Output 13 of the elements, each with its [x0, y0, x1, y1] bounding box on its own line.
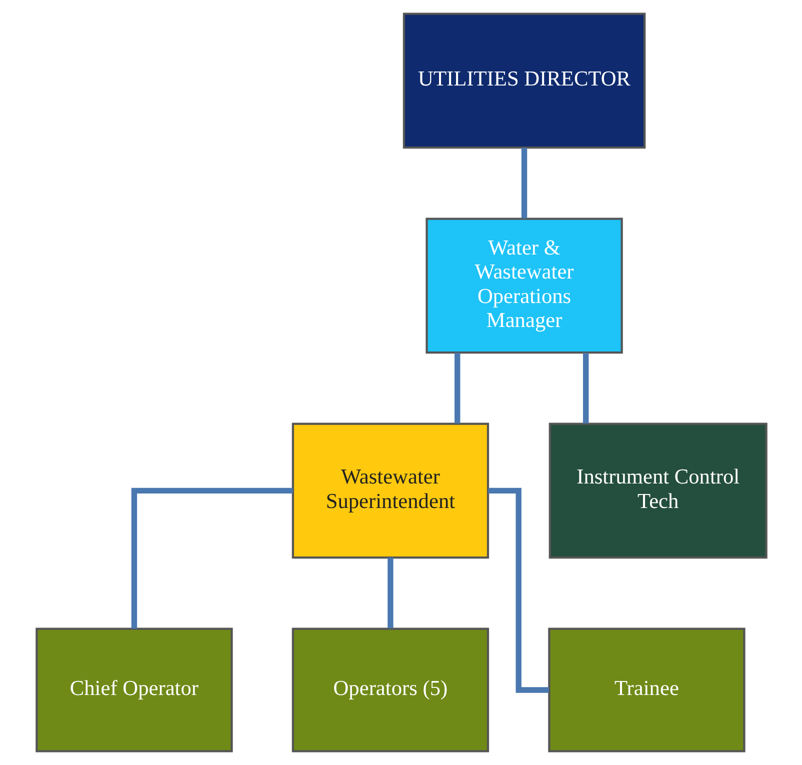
- node-box: UTILITIES DIRECTOR: [402, 12, 646, 149]
- connector: [387, 558, 393, 628]
- node-box: Trainee: [548, 628, 745, 752]
- node-box: Instrument Control Tech: [548, 422, 767, 559]
- node-box: Operators (5): [291, 628, 489, 752]
- connector: [130, 488, 292, 629]
- node-box: Chief Operator: [35, 628, 232, 752]
- node-box: Water & Wastewater Operations Manager: [425, 218, 622, 354]
- connector: [582, 352, 588, 424]
- node-box: Wastewater Superintendent: [291, 422, 489, 559]
- connector: [488, 488, 548, 693]
- connector: [454, 352, 460, 424]
- connector: [520, 148, 527, 218]
